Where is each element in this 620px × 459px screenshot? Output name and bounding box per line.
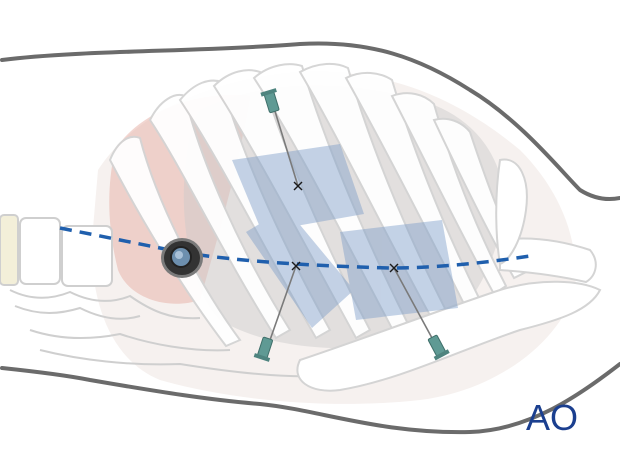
x-mark-icon [293,181,303,191]
port-icon [161,238,203,278]
x-mark-icon [291,261,301,271]
needle-icon [393,267,450,361]
body-outline [0,41,620,435]
dashed-reference-line [59,226,531,270]
needle-icon [253,265,297,362]
target-zones [232,144,458,328]
target-zone-middle [246,208,354,328]
ribs [108,62,528,348]
target-zone-right [340,220,458,320]
spine [0,214,321,378]
x-mark-icon [389,263,399,273]
scapula [296,158,602,392]
target-zone-upper [232,144,364,232]
needle-icon [260,88,299,187]
